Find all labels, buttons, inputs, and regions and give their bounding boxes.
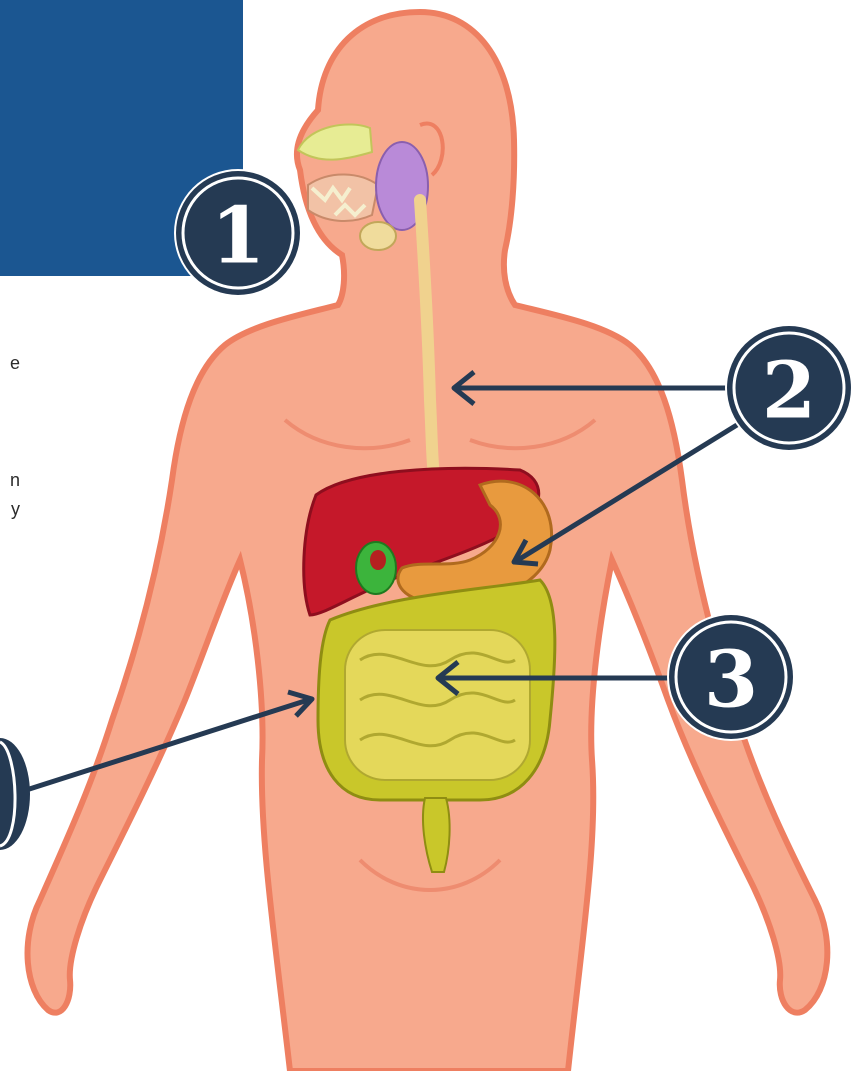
marker-1-label: 1	[211, 191, 265, 282]
marker-1: 1	[174, 169, 302, 297]
marker-3: 3	[667, 613, 795, 741]
small-intestine	[345, 630, 530, 780]
gallbladder-inner	[370, 550, 386, 570]
marker-2-label: 2	[762, 346, 816, 437]
tongue	[360, 222, 396, 250]
marker-2: 2	[725, 324, 853, 452]
marker-4-partial	[0, 738, 30, 850]
marker-3-label: 3	[704, 635, 758, 726]
